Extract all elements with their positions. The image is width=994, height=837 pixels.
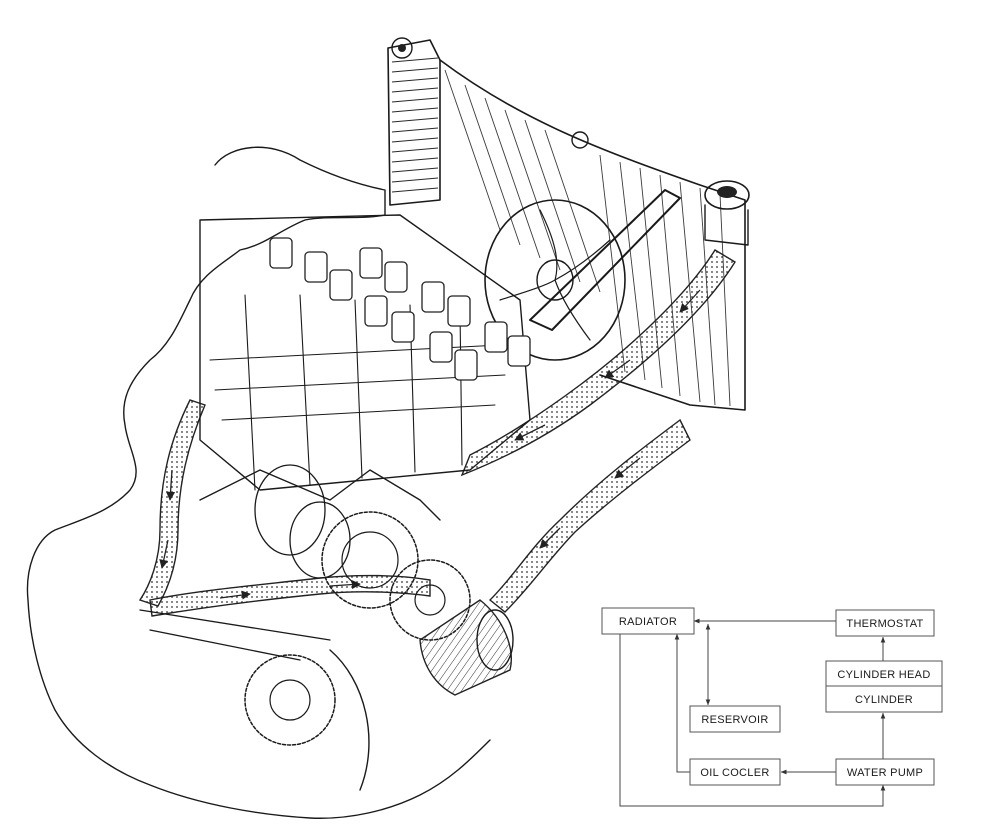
crankcase-outline [26, 146, 491, 819]
oil-filter [419, 599, 514, 696]
node-cylinder-head-cylinder: CYLINDER HEAD CYLINDER [825, 660, 943, 713]
node-cylinder-head-label: CYLINDER HEAD [837, 669, 930, 681]
radiator-core [387, 37, 746, 411]
node-radiator: RADIATOR [601, 607, 695, 635]
filler-cap [704, 180, 750, 246]
cooling-fan [484, 189, 681, 361]
crankshaft-assembly [139, 464, 471, 791]
node-oil-cooler: OIL COCLER [689, 758, 781, 786]
node-reservoir-label: RESERVOIR [701, 714, 768, 726]
node-water-pump-label: WATER PUMP [847, 767, 923, 779]
lower-radiator-hose [488, 418, 691, 613]
cylinder-block [199, 214, 531, 491]
node-cylinder-label: CYLINDER [855, 694, 913, 706]
edge-oil-cooler-radiator [674, 633, 690, 773]
node-reservoir: RESERVOIR [689, 705, 781, 733]
valve-buckets [269, 237, 531, 381]
edge-radiator-water-pump [619, 634, 886, 807]
node-thermostat-label: THERMOSTAT [846, 618, 923, 630]
node-water-pump: WATER PUMP [835, 758, 935, 786]
upper-radiator-hose [460, 249, 736, 477]
node-thermostat: THERMOSTAT [835, 609, 935, 637]
node-oil-cooler-label: OIL COCLER [700, 767, 769, 779]
node-radiator-label: RADIATOR [619, 616, 677, 628]
